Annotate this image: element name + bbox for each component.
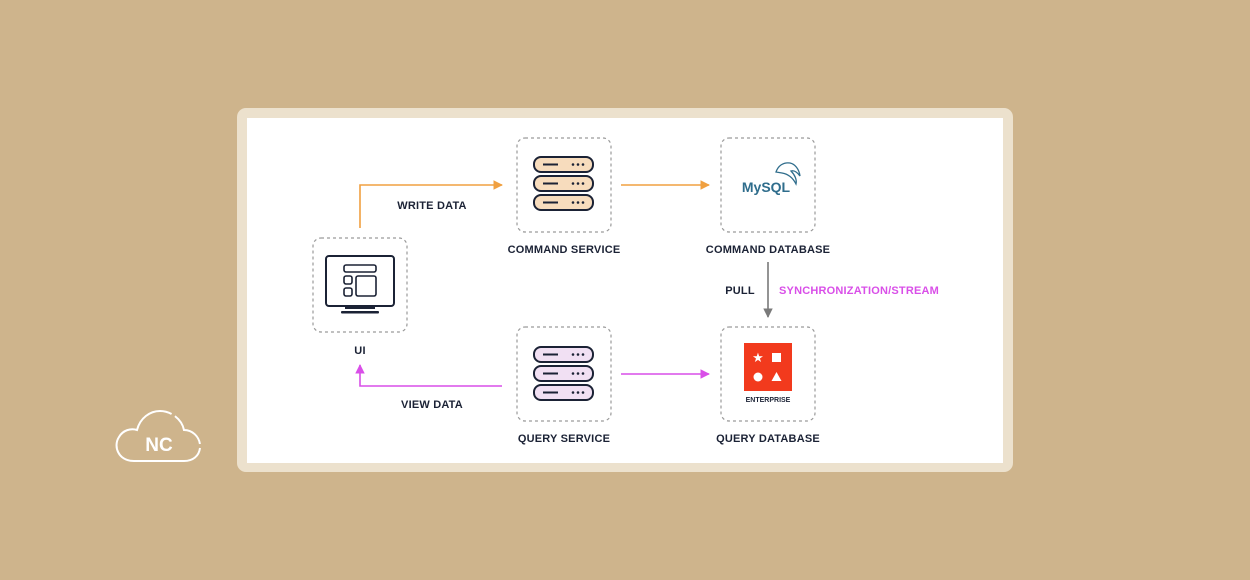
square-icon (772, 353, 781, 362)
query-database-label: QUERY DATABASE (716, 433, 820, 445)
cloud-logo: NC (115, 409, 202, 462)
mysql-logo: MySQL (742, 162, 801, 195)
command-service-node: COMMAND SERVICE (508, 137, 621, 256)
circle-icon (753, 372, 763, 382)
diagram-card (247, 118, 1003, 463)
star-icon: ★ (752, 351, 764, 366)
brand-logo-text: NC (145, 435, 173, 456)
command-database-node: MySQL COMMAND DATABASE (706, 137, 830, 256)
query-database-node: ★ ENTERPRISE QUERY DATABASE (716, 326, 820, 445)
ui-node-box (312, 237, 408, 333)
sync-stream-label: SYNCHRONIZATION/STREAM (779, 285, 939, 297)
server-stack-icon (533, 346, 594, 401)
write-data-arrow (359, 180, 503, 228)
monitor-icon (325, 255, 395, 314)
ui-node: UI (312, 237, 408, 357)
command-service-label: COMMAND SERVICE (508, 244, 621, 256)
dolphin-icon (775, 162, 801, 186)
ui-label: UI (354, 345, 365, 357)
query-service-label: QUERY SERVICE (518, 433, 610, 445)
query-service-box (516, 326, 612, 422)
pull-label: PULL (725, 285, 755, 297)
mysql-logo-text: MySQL (742, 179, 791, 195)
command-service-box (516, 137, 612, 233)
command-database-label: COMMAND DATABASE (706, 244, 830, 256)
view-data-label: VIEW DATA (401, 399, 463, 411)
command-database-box (720, 137, 816, 233)
view-data-arrow (355, 364, 502, 387)
enterprise-shapes-logo: ★ ENTERPRISE (744, 343, 792, 404)
query-service-node: QUERY SERVICE (516, 326, 612, 445)
query-database-box (720, 326, 816, 422)
write-data-label: WRITE DATA (397, 200, 466, 212)
cloud-outline (115, 409, 202, 462)
triangle-icon (771, 372, 782, 381)
server-stack-icon (533, 156, 594, 211)
enterprise-logo-text: ENTERPRISE (746, 397, 791, 404)
